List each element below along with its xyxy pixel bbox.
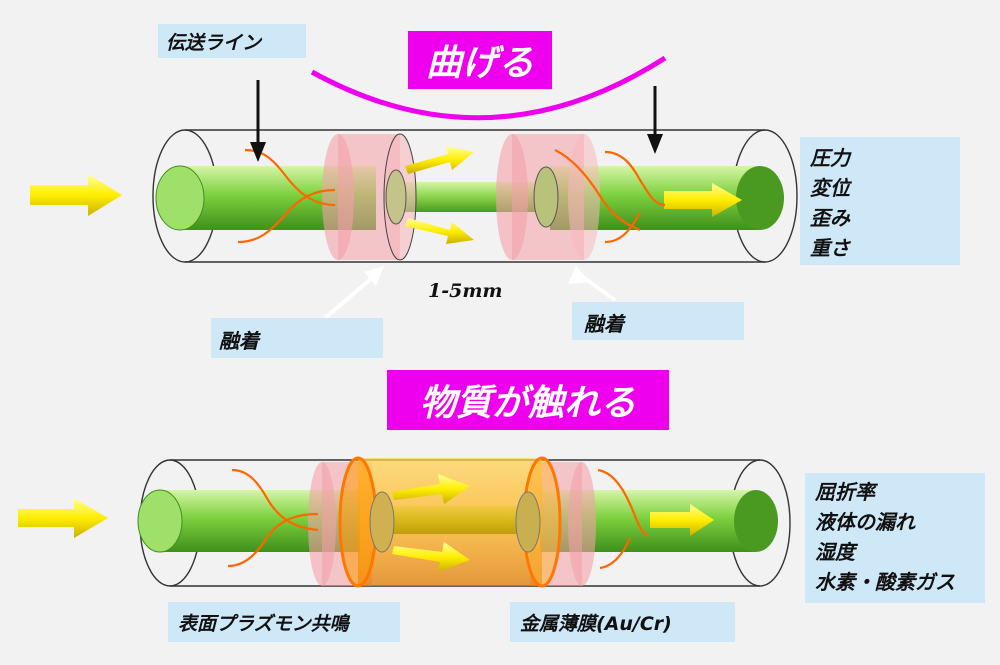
measurand-item: 液体の漏れ bbox=[815, 510, 915, 534]
output-light-arrow bbox=[664, 183, 742, 217]
measurand-item: 湿度 bbox=[815, 540, 855, 564]
fusion-label-left: 融着 bbox=[211, 318, 383, 358]
mode-wave-bottom bbox=[227, 468, 649, 570]
fusion-ring-right bbox=[496, 134, 600, 260]
bend-curve bbox=[310, 55, 667, 121]
pointer-arrows-black bbox=[250, 80, 663, 162]
bottom-title: 物質が触れる bbox=[387, 370, 669, 430]
spr-label: 表面プラズモン共鳴 bbox=[168, 602, 400, 642]
measurand-item: 屈折率 bbox=[815, 480, 875, 504]
leaking-light-arrows bbox=[405, 146, 474, 244]
measurand-item: 歪み bbox=[810, 206, 850, 230]
measurand-item: 重さ bbox=[810, 236, 850, 260]
metal-film-label: 金属薄膜(Au/Cr) bbox=[510, 602, 735, 642]
input-light-arrow bbox=[30, 174, 122, 216]
fusion-ring-left bbox=[322, 133, 417, 261]
bottom-measurands: 屈折率 液体の漏れ 湿度 水素・酸素ガス bbox=[805, 473, 985, 603]
measurand-item: 変位 bbox=[810, 176, 850, 200]
fusion-label-right: 融着 bbox=[572, 302, 744, 340]
mode-wave-top bbox=[237, 148, 666, 244]
output-light-arrow-bottom bbox=[650, 504, 714, 536]
top-title: 曲げる bbox=[408, 31, 552, 89]
transmission-line-label: 伝送ライン bbox=[158, 24, 306, 58]
pointer-arrows-white bbox=[323, 266, 617, 320]
top-measurands: 圧力 変位 歪み 重さ bbox=[800, 137, 960, 265]
measurand-item: 圧力 bbox=[810, 146, 850, 170]
measurand-item: 水素・酸素ガス bbox=[815, 570, 955, 594]
gap-length-label: 1-5mm bbox=[428, 280, 503, 302]
leaking-light-arrows-bottom bbox=[392, 474, 470, 572]
input-light-arrow-bottom bbox=[18, 498, 108, 538]
